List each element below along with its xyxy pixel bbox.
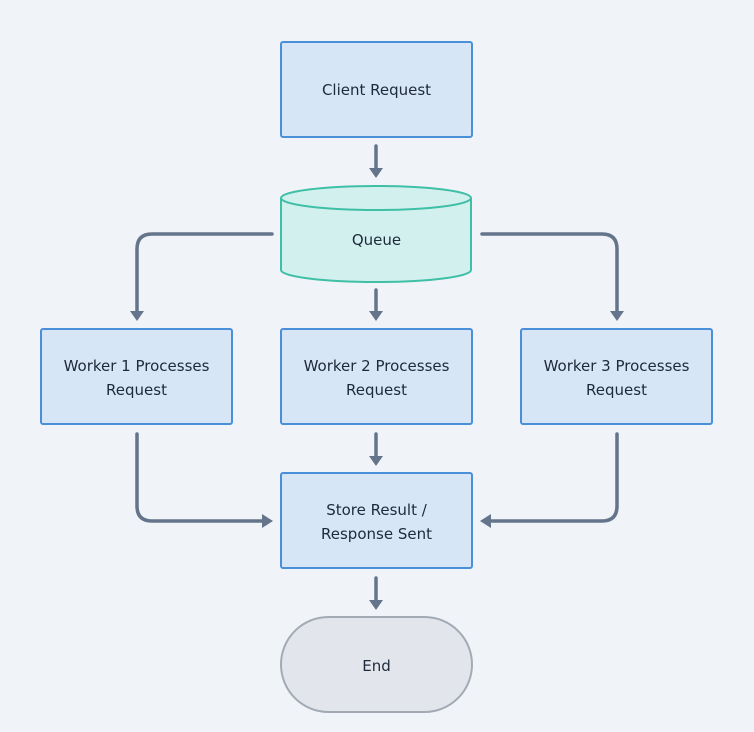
node-store-result-label-line-1: Store Result / bbox=[326, 501, 428, 519]
node-worker-1-label-line-1: Worker 1 Processes bbox=[64, 357, 210, 375]
arrowhead-worker-1-to-store bbox=[262, 514, 273, 528]
node-worker-1: Worker 1 Processes Request bbox=[40, 328, 233, 425]
node-end-box bbox=[280, 616, 473, 713]
node-store-result-label-line-2: Response Sent bbox=[321, 525, 432, 543]
edge-worker-1-to-store bbox=[135, 432, 264, 523]
node-queue-body bbox=[280, 198, 472, 283]
arrowhead-store-to-end bbox=[369, 600, 383, 610]
node-queue-top bbox=[280, 185, 472, 211]
node-end: End bbox=[280, 616, 473, 713]
node-worker-2: Worker 2 Processes Request bbox=[280, 328, 473, 425]
node-client-request-label: Client Request bbox=[322, 81, 431, 99]
node-client-request: Client Request bbox=[280, 41, 473, 138]
node-store-result-box bbox=[280, 472, 473, 569]
node-worker-3-label-line-2: Request bbox=[586, 381, 647, 399]
node-worker-3-label-line-1: Worker 3 Processes bbox=[544, 357, 690, 375]
arrowhead-queue-to-worker-2 bbox=[369, 311, 383, 321]
node-client-request-box bbox=[280, 41, 473, 138]
node-store-result: Store Result / Response Sent bbox=[280, 472, 473, 569]
node-worker-2-label-line-2: Request bbox=[346, 381, 407, 399]
node-queue-label: Queue bbox=[352, 231, 401, 249]
node-worker-3: Worker 3 Processes Request bbox=[520, 328, 713, 425]
arrowhead-worker-3-to-store bbox=[480, 514, 491, 528]
edges bbox=[130, 144, 624, 610]
edge-worker-3-to-store bbox=[489, 432, 619, 523]
node-queue: Queue bbox=[280, 185, 472, 283]
arrowhead-worker-2-to-store bbox=[369, 456, 383, 466]
node-worker-2-box bbox=[280, 328, 473, 425]
node-worker-1-label-line-2: Request bbox=[106, 381, 167, 399]
node-worker-3-box bbox=[520, 328, 713, 425]
edge-queue-to-worker-1 bbox=[135, 232, 274, 313]
edge-queue-to-worker-3 bbox=[480, 232, 619, 313]
node-end-label: End bbox=[362, 657, 391, 675]
arrowhead-queue-to-worker-1 bbox=[130, 311, 144, 321]
node-worker-1-box bbox=[40, 328, 233, 425]
arrowhead-queue-to-worker-3 bbox=[610, 311, 624, 321]
node-worker-2-label-line-1: Worker 2 Processes bbox=[304, 357, 450, 375]
arrowhead-client-to-queue bbox=[369, 168, 383, 178]
